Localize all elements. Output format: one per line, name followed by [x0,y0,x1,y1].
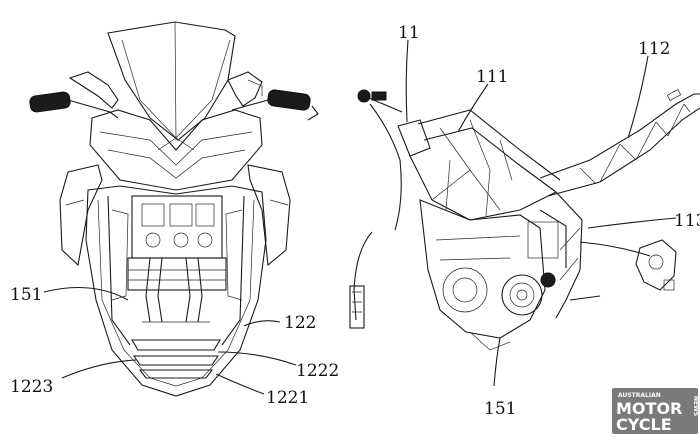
watermark-logo: AUSTRALIAN MOTOR CYCLE NEWS [612,388,699,434]
logo-line2: CYCLE [616,415,672,434]
front-view-motorcycle [29,21,319,397]
exhaust-headers [142,257,210,323]
leader-1222 [217,351,297,366]
lower-fairing [85,185,267,397]
leader-1223 [61,359,137,379]
leader-112 [627,55,649,139]
side-handlebar [357,89,403,113]
left-mirror [68,71,119,109]
rear-caliper [635,239,677,291]
upper-fairing [89,109,263,191]
label-1221: 1221 [266,388,309,408]
left-side-panel [59,164,103,267]
brake-module [349,285,365,329]
label-1223: 1223 [10,377,53,397]
leader-151-front [43,286,129,301]
label-151-front: 151 [10,285,42,305]
leader-1221 [215,373,265,395]
label-122: 122 [284,313,316,333]
logo-line1: MOTOR [616,399,682,418]
label-151-side: 151 [484,399,516,419]
belly-pan-vents [131,339,221,379]
windscreen [107,21,236,141]
logo-side-text: NEWS [692,396,699,416]
label-113: 113 [674,211,700,231]
label-112: 112 [638,39,670,59]
side-engine [419,199,559,351]
label-11: 11 [398,23,420,43]
label-1222: 1222 [296,361,339,381]
leader-111 [457,83,489,133]
leader-11 [405,39,409,123]
right-mirror [227,71,263,107]
label-111: 111 [476,67,508,87]
engine-block [111,195,243,301]
leader-122 [243,320,281,327]
side-view-frame [349,39,700,387]
leader-151-side [493,337,501,387]
right-side-panel [247,164,291,267]
right-handlebar [231,89,319,121]
leader-113 [587,217,677,229]
logo-top-text: AUSTRALIAN [618,392,661,399]
